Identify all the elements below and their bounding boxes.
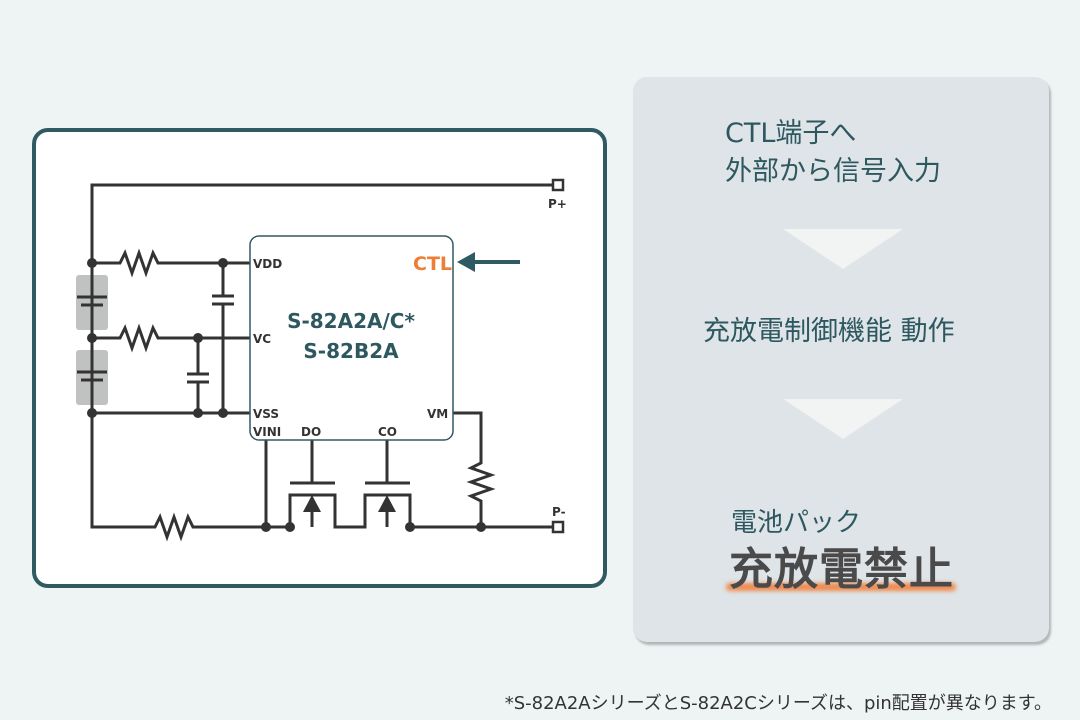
chip-name-line1: S-82A2A/C* — [287, 309, 415, 333]
step-signal-input: CTL端子へ 外部から信号入力 — [725, 118, 941, 187]
label-p-plus: P+ — [548, 197, 567, 211]
terminal-p-plus — [551, 178, 565, 192]
label-p-minus: P- — [552, 505, 566, 519]
chip-name-line2: S-82B2A — [303, 339, 399, 363]
ctl-input-arrow-icon — [457, 252, 475, 272]
chip — [249, 235, 454, 441]
pin-co: CO — [378, 425, 397, 439]
result-title: 充放電禁止 — [729, 544, 954, 595]
resistor-bottom — [90, 413, 290, 542]
highlight-underline — [726, 583, 956, 591]
pin-vdd: VDD — [253, 257, 282, 271]
arrow-down-icon — [783, 229, 903, 269]
resistor-vdd — [92, 248, 250, 278]
pin-vss: VSS — [253, 407, 279, 421]
resistor-vc — [92, 323, 250, 353]
result-subtitle: 電池パック — [731, 508, 862, 538]
fet-do-arrow — [303, 495, 321, 512]
terminal-p-minus — [551, 520, 565, 534]
wire-top-rail — [90, 183, 553, 263]
pin-ctl: CTL — [413, 253, 452, 275]
step-control-function: 充放電制御機能 動作 — [703, 316, 955, 347]
fet-co-arrow — [378, 495, 396, 512]
flow-panel: CTL端子へ 外部から信号入力 充放電制御機能 動作 電池パック 充放電禁止 — [633, 77, 1049, 642]
arrow-down-icon — [783, 399, 903, 439]
pin-do: DO — [301, 425, 321, 439]
resistor-vm — [452, 411, 496, 527]
pin-vc: VC — [253, 332, 271, 346]
pin-vini: VINI — [253, 425, 281, 439]
pin-vm: VM — [427, 407, 448, 421]
footnote: *S-82A2AシリーズとS-82A2Cシリーズは、pin配置が異なります。 — [504, 693, 1052, 714]
